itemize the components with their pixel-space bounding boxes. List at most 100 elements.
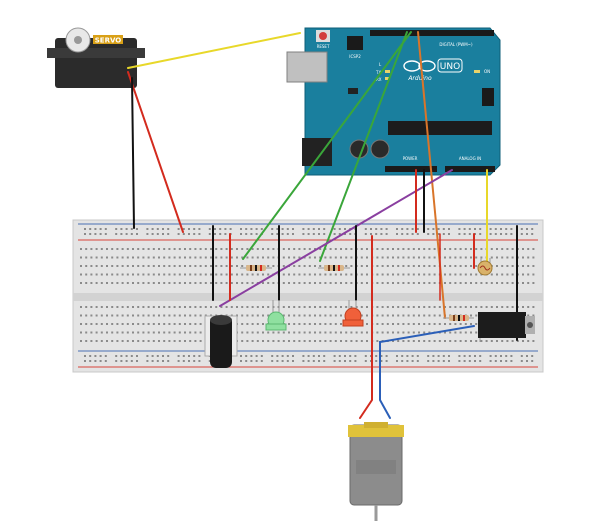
breadboard-hole [142,323,145,325]
breadboard-hole [151,233,154,235]
breadboard-hole [173,282,176,284]
motor-end-cap [348,425,404,437]
breadboard-hole [490,306,493,308]
breadboard-hole [182,233,185,235]
breadboard-hole [220,265,223,267]
breadboard-hole [251,248,254,250]
breadboard-hole [506,273,509,276]
breadboard-hole [121,323,124,325]
breadboard-hole [163,340,166,342]
breadboard-hole [428,323,431,325]
breadboard-hole [376,265,379,267]
breadboard-hole [402,331,405,334]
breadboard-hole [407,331,410,334]
breadboard-hole [501,306,504,308]
breadboard-hole [480,282,483,284]
breadboard-hole [210,306,212,308]
breadboard-hole [106,248,108,250]
breadboard-hole [142,273,145,276]
breadboard-hole [423,265,426,267]
breadboard-hole [100,331,103,334]
breadboard-hole [338,228,341,230]
breadboard-hole [438,340,441,342]
breadboard-hole [282,340,285,342]
breadboard-hole [464,331,467,334]
breadboard-hole [428,306,431,308]
breadboard-hole [407,306,410,308]
breadboard-hole [225,256,228,259]
breadboard-hole [302,228,305,230]
breadboard-hole [307,228,310,230]
breadboard-hole [162,360,164,362]
breadboard-hole [527,306,530,308]
breadboard-hole [526,228,528,230]
breadboard-hole [142,306,145,308]
breadboard-hole [126,248,129,250]
breadboard-hole [407,314,410,317]
breadboard-hole [189,265,192,267]
breadboard-hole [345,256,348,259]
breadboard-hole [219,233,222,235]
breadboard-hole [506,265,509,267]
breadboard-hole [106,265,108,267]
breadboard-hole [506,248,509,250]
breadboard-hole [350,306,353,308]
breadboard-hole [158,314,160,317]
breadboard-hole [292,355,294,357]
breadboard-hole [334,340,337,342]
motor-power-wire [359,235,373,419]
breadboard-hole [163,331,166,334]
breadboard-hole [303,314,306,317]
breadboard-hole [220,282,223,284]
breadboard-hole [470,265,472,267]
breadboard-hole [506,256,509,259]
breadboard-hole [402,282,405,284]
breadboard-hole [204,306,207,308]
breadboard-hole [137,340,140,342]
dc-motor [348,422,404,521]
breadboard-hole [156,228,159,230]
breadboard-hole [298,331,301,334]
breadboard-hole [184,248,186,250]
breadboard-hole [411,355,414,357]
breadboard-hole [532,314,535,317]
breadboard-hole [501,273,504,276]
breadboard-hole [464,323,467,325]
breadboard-hole [100,314,103,317]
breadboard-hole [427,360,430,362]
breadboard-hole [111,314,114,317]
breadboard-hole [271,355,274,357]
breadboard-hole [260,355,263,357]
breadboard-hole [380,360,383,362]
breadboard-hole [329,323,332,325]
breadboard-hole [194,256,197,259]
breadboard-hole [292,233,294,235]
breadboard-hole [199,340,202,342]
breadboard-hole [95,265,98,267]
breadboard-hole [204,256,207,259]
breadboard-hole [438,306,441,308]
breadboard-hole [397,340,400,342]
breadboard-hole [428,265,431,267]
breadboard-hole [324,306,327,308]
breadboard-hole [168,306,171,308]
breadboard-hole [147,331,150,334]
breadboard-hole [288,273,290,276]
breadboard-hole [80,331,82,334]
breadboard-hole [80,340,82,342]
breadboard-hole [375,355,378,357]
breadboard-hole [130,228,133,230]
breadboard-hole [468,233,471,235]
breadboard-hole [442,355,445,357]
breadboard-hole [173,331,176,334]
breadboard-hole [189,282,192,284]
breadboard-hole [220,273,223,276]
breadboard-hole [303,323,306,325]
breadboard-hole [184,306,186,308]
breadboard-hole [314,248,316,250]
breadboard-hole [184,273,186,276]
breadboard-hole [100,323,103,325]
breadboard-hole [151,360,154,362]
breadboard-hole [308,314,311,317]
breadboard-hole [251,306,254,308]
